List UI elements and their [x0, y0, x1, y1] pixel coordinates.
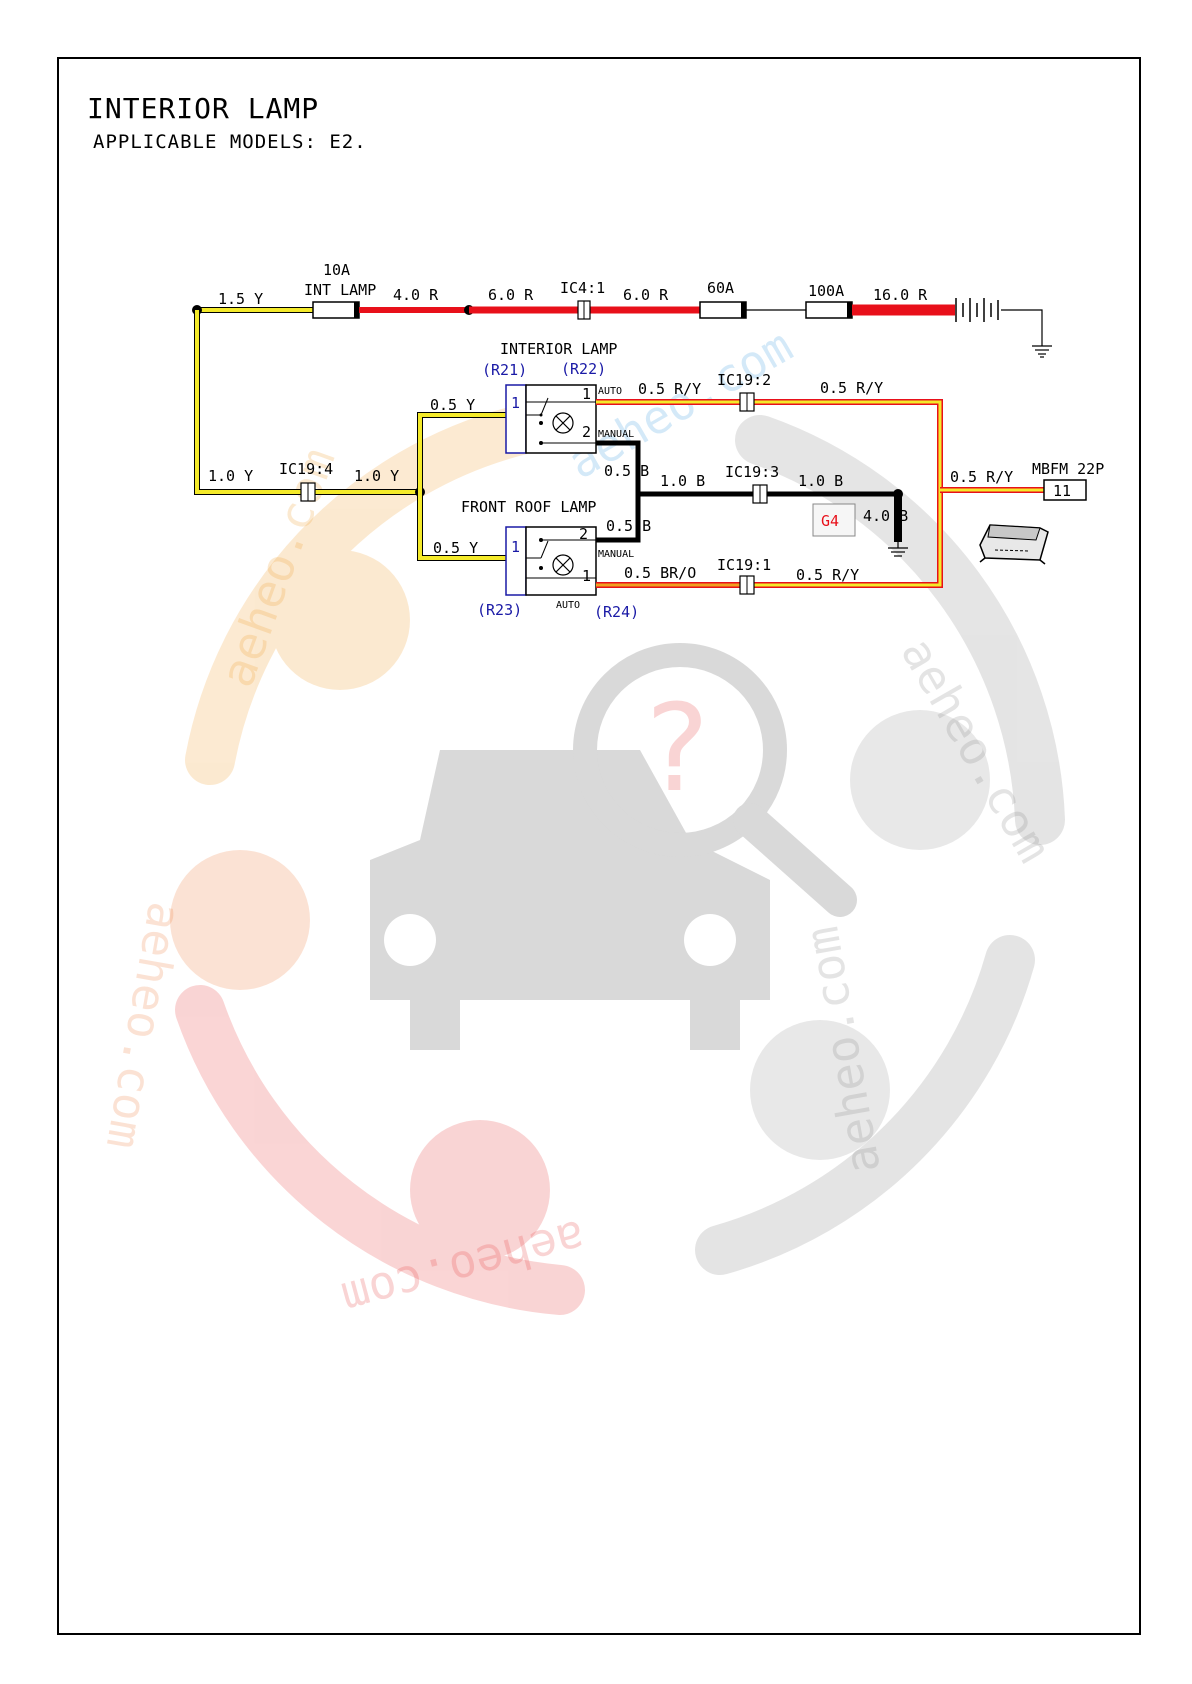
ground-g4-box [812, 503, 856, 537]
front-roof-lamp-conn-right: (R24) [594, 603, 639, 621]
wire-0-5-y-top-label: 0.5 Y [430, 396, 475, 414]
battery-icon [955, 298, 1043, 346]
wire-1-0-b-a-label: 1.0 B [660, 472, 705, 490]
wire-0-5-ry-right-label: 0.5 R/Y [950, 468, 1013, 486]
wire-6-0-r-b-label: 6.0 R [623, 286, 669, 304]
ground-icon-battery [1032, 345, 1052, 358]
interior-lamp-name: INTERIOR LAMP [500, 340, 617, 358]
wire-1-0-b-b-label: 1.0 B [798, 472, 843, 490]
ground-icon-g4 [888, 542, 908, 557]
interior-lamp-manual: MANUAL [598, 429, 634, 440]
wire-1-5-y-label: 1.5 Y [218, 290, 263, 308]
svg-text:?: ? [640, 680, 712, 819]
wire-0-5-y-top [417, 412, 508, 492]
wire-16-0-r-label: 16.0 R [873, 286, 928, 304]
front-roof-lamp-auto: AUTO [556, 600, 580, 611]
wire-1-0-y-b-label: 1.0 Y [354, 467, 399, 485]
front-roof-lamp-manual: MANUAL [598, 549, 634, 560]
interior-lamp-conn-left: (R21) [482, 361, 527, 379]
interior-lamp [505, 384, 597, 454]
fuse-10a-label: 10A [323, 261, 350, 279]
ic19-3-label: IC19:3 [725, 463, 779, 481]
wire-0-5-y-bottom-label: 0.5 Y [433, 539, 478, 557]
fuse-100a [805, 301, 853, 319]
front-roof-lamp-pin-left: 1 [511, 538, 520, 556]
front-roof-lamp-name: FRONT ROOF LAMP [461, 498, 596, 516]
front-roof-lamp [505, 526, 597, 596]
page-subtitle: APPLICABLE MODELS: E2. [93, 131, 367, 153]
mbfm-pin: 11 [1053, 482, 1071, 500]
interior-lamp-conn-right: (R22) [561, 360, 606, 378]
wire-4-0-r-label: 4.0 R [393, 286, 439, 304]
fuse-60a-label: 60A [707, 279, 734, 297]
fuse-100a-label: 100A [808, 282, 844, 300]
wire-0-5-b-top [596, 440, 641, 494]
page-frame [57, 57, 1141, 1635]
ic19-1-label: IC19:1 [717, 556, 771, 574]
front-roof-lamp-pin-bottom: 1 [582, 567, 591, 585]
ic19-4-label: IC19:4 [279, 460, 333, 478]
ground-g4-label: G4 [821, 512, 839, 530]
page-title: INTERIOR LAMP [87, 92, 320, 125]
wire-1-0-y-a-label: 1.0 Y [208, 467, 253, 485]
interior-lamp-pin-bottom: 2 [582, 423, 591, 441]
wire-6-0-r-a-label: 6.0 R [488, 286, 534, 304]
module-icon [979, 524, 1049, 565]
interior-lamp-pin-top: 1 [582, 385, 591, 403]
wire-4-0-b-label: 4.0 B [863, 507, 908, 525]
ic4-1-label: IC4:1 [560, 279, 605, 297]
wire-0-5-ry-top-a-label: 0.5 R/Y [638, 380, 701, 398]
fuse-10a [312, 301, 360, 319]
fuse-60a [699, 301, 747, 319]
wire-0-5-br-o-label: 0.5 BR/O [624, 564, 696, 582]
fuse-10a-name: INT LAMP [304, 281, 376, 299]
interior-lamp-pin-left: 1 [511, 394, 520, 412]
mbfm-connector [1043, 479, 1087, 501]
ic19-2-label: IC19:2 [717, 371, 771, 389]
wire-0-5-ry-bottom-label: 0.5 R/Y [796, 566, 859, 584]
interior-lamp-auto: AUTO [598, 386, 622, 397]
wire-0-5-b-bottom [596, 494, 641, 543]
mbfm-label: MBFM 22P [1032, 460, 1104, 478]
front-roof-lamp-conn-left: (R23) [477, 601, 522, 619]
wire-0-5-b-top-label: 0.5 B [604, 462, 649, 480]
wire-0-5-ry-top-b-label: 0.5 R/Y [820, 379, 883, 397]
front-roof-lamp-pin-top: 2 [579, 525, 588, 543]
wire-0-5-b-bottom-label: 0.5 B [606, 517, 651, 535]
